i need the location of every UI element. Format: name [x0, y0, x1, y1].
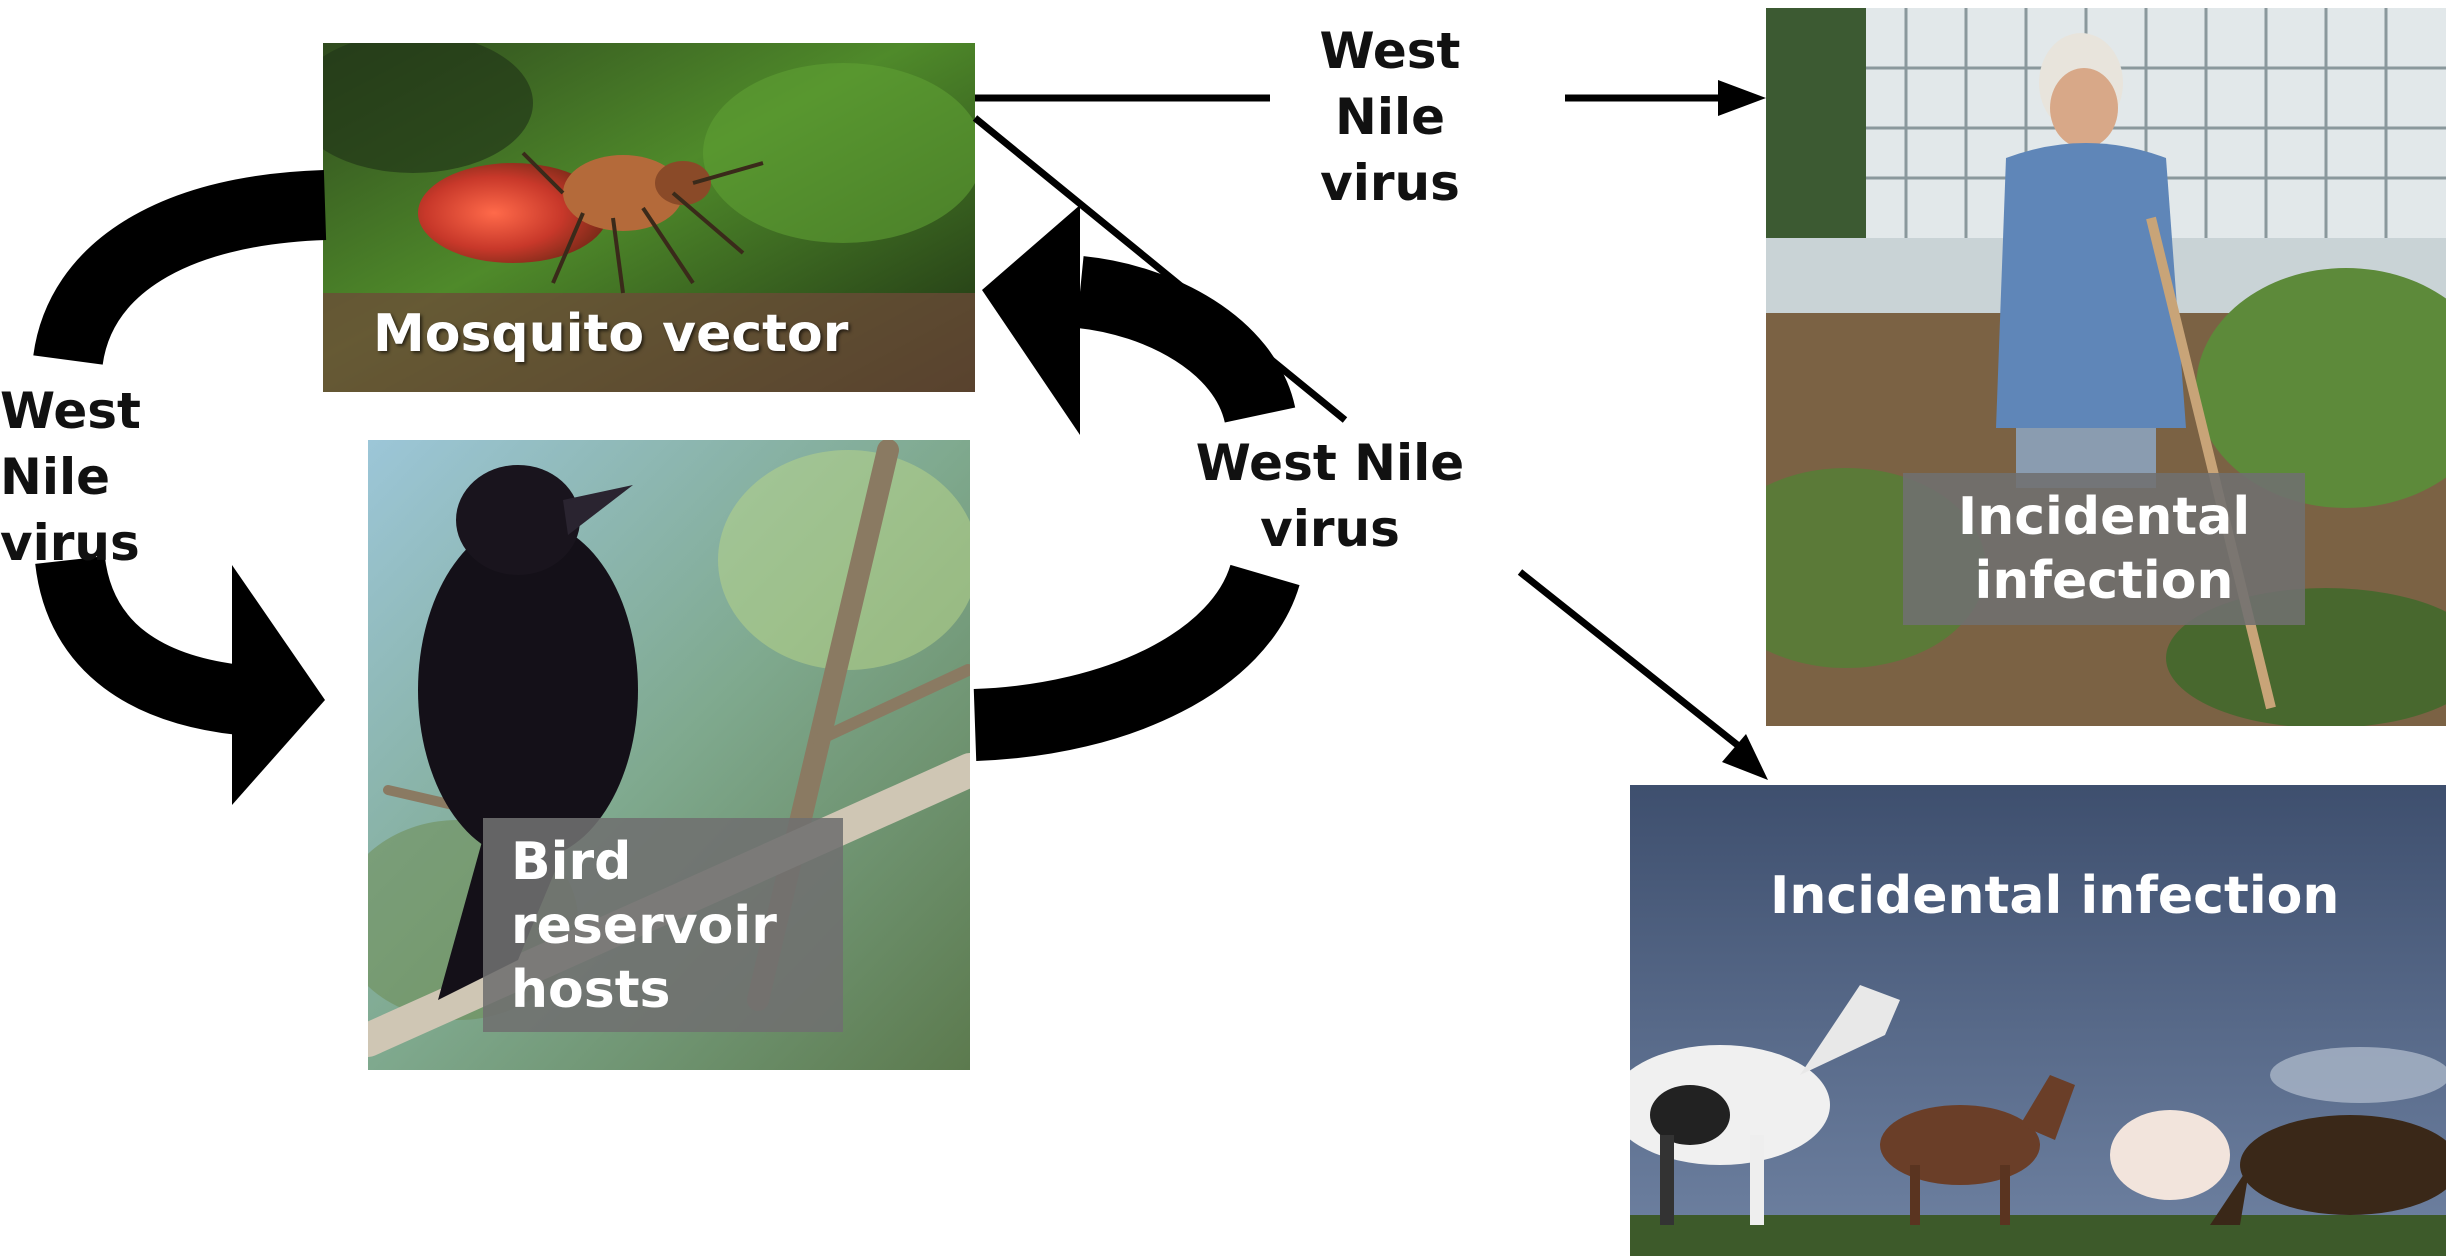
- arrowhead-to-horses: [1722, 734, 1768, 780]
- human-incidental-photo: Incidental infection: [1766, 8, 2446, 726]
- bird-reservoir-caption: Bird reservoir hosts: [483, 818, 843, 1032]
- cycle-arc-right-top: [1075, 256, 1296, 425]
- mosquito-vector-photo: Mosquito vector: [323, 43, 975, 392]
- cycle-arc-left-top: [33, 170, 327, 367]
- bird-reservoir-photo: Bird reservoir hosts: [368, 440, 970, 1070]
- horses-incidental-photo: Incidental infection: [1630, 785, 2446, 1256]
- virus-label-middle: West Nile virus: [1195, 434, 1465, 558]
- line-mosquito-to-virus: [972, 115, 1348, 423]
- virus-label-top: West Nile virus: [1319, 22, 1461, 212]
- mosquito-vector-label: Mosquito vector: [373, 304, 849, 364]
- human-incidental-caption: Incidental infection: [1903, 473, 2305, 625]
- virus-label-left: West Nile virus: [0, 382, 141, 572]
- horses-illustration: [1630, 785, 2446, 1256]
- cycle-arrowhead-to-mosquito: [982, 205, 1080, 435]
- cycle-arrowhead-to-bird: [232, 565, 325, 805]
- horses-incidental-label: Incidental infection: [1770, 866, 2340, 926]
- mosquito-illustration: [323, 43, 975, 392]
- cycle-arc-left-bottom: [35, 554, 245, 735]
- arrowhead-to-human: [1718, 80, 1766, 116]
- line-to-horses: [1517, 569, 1753, 758]
- cycle-arc-right-bottom: [973, 563, 1300, 761]
